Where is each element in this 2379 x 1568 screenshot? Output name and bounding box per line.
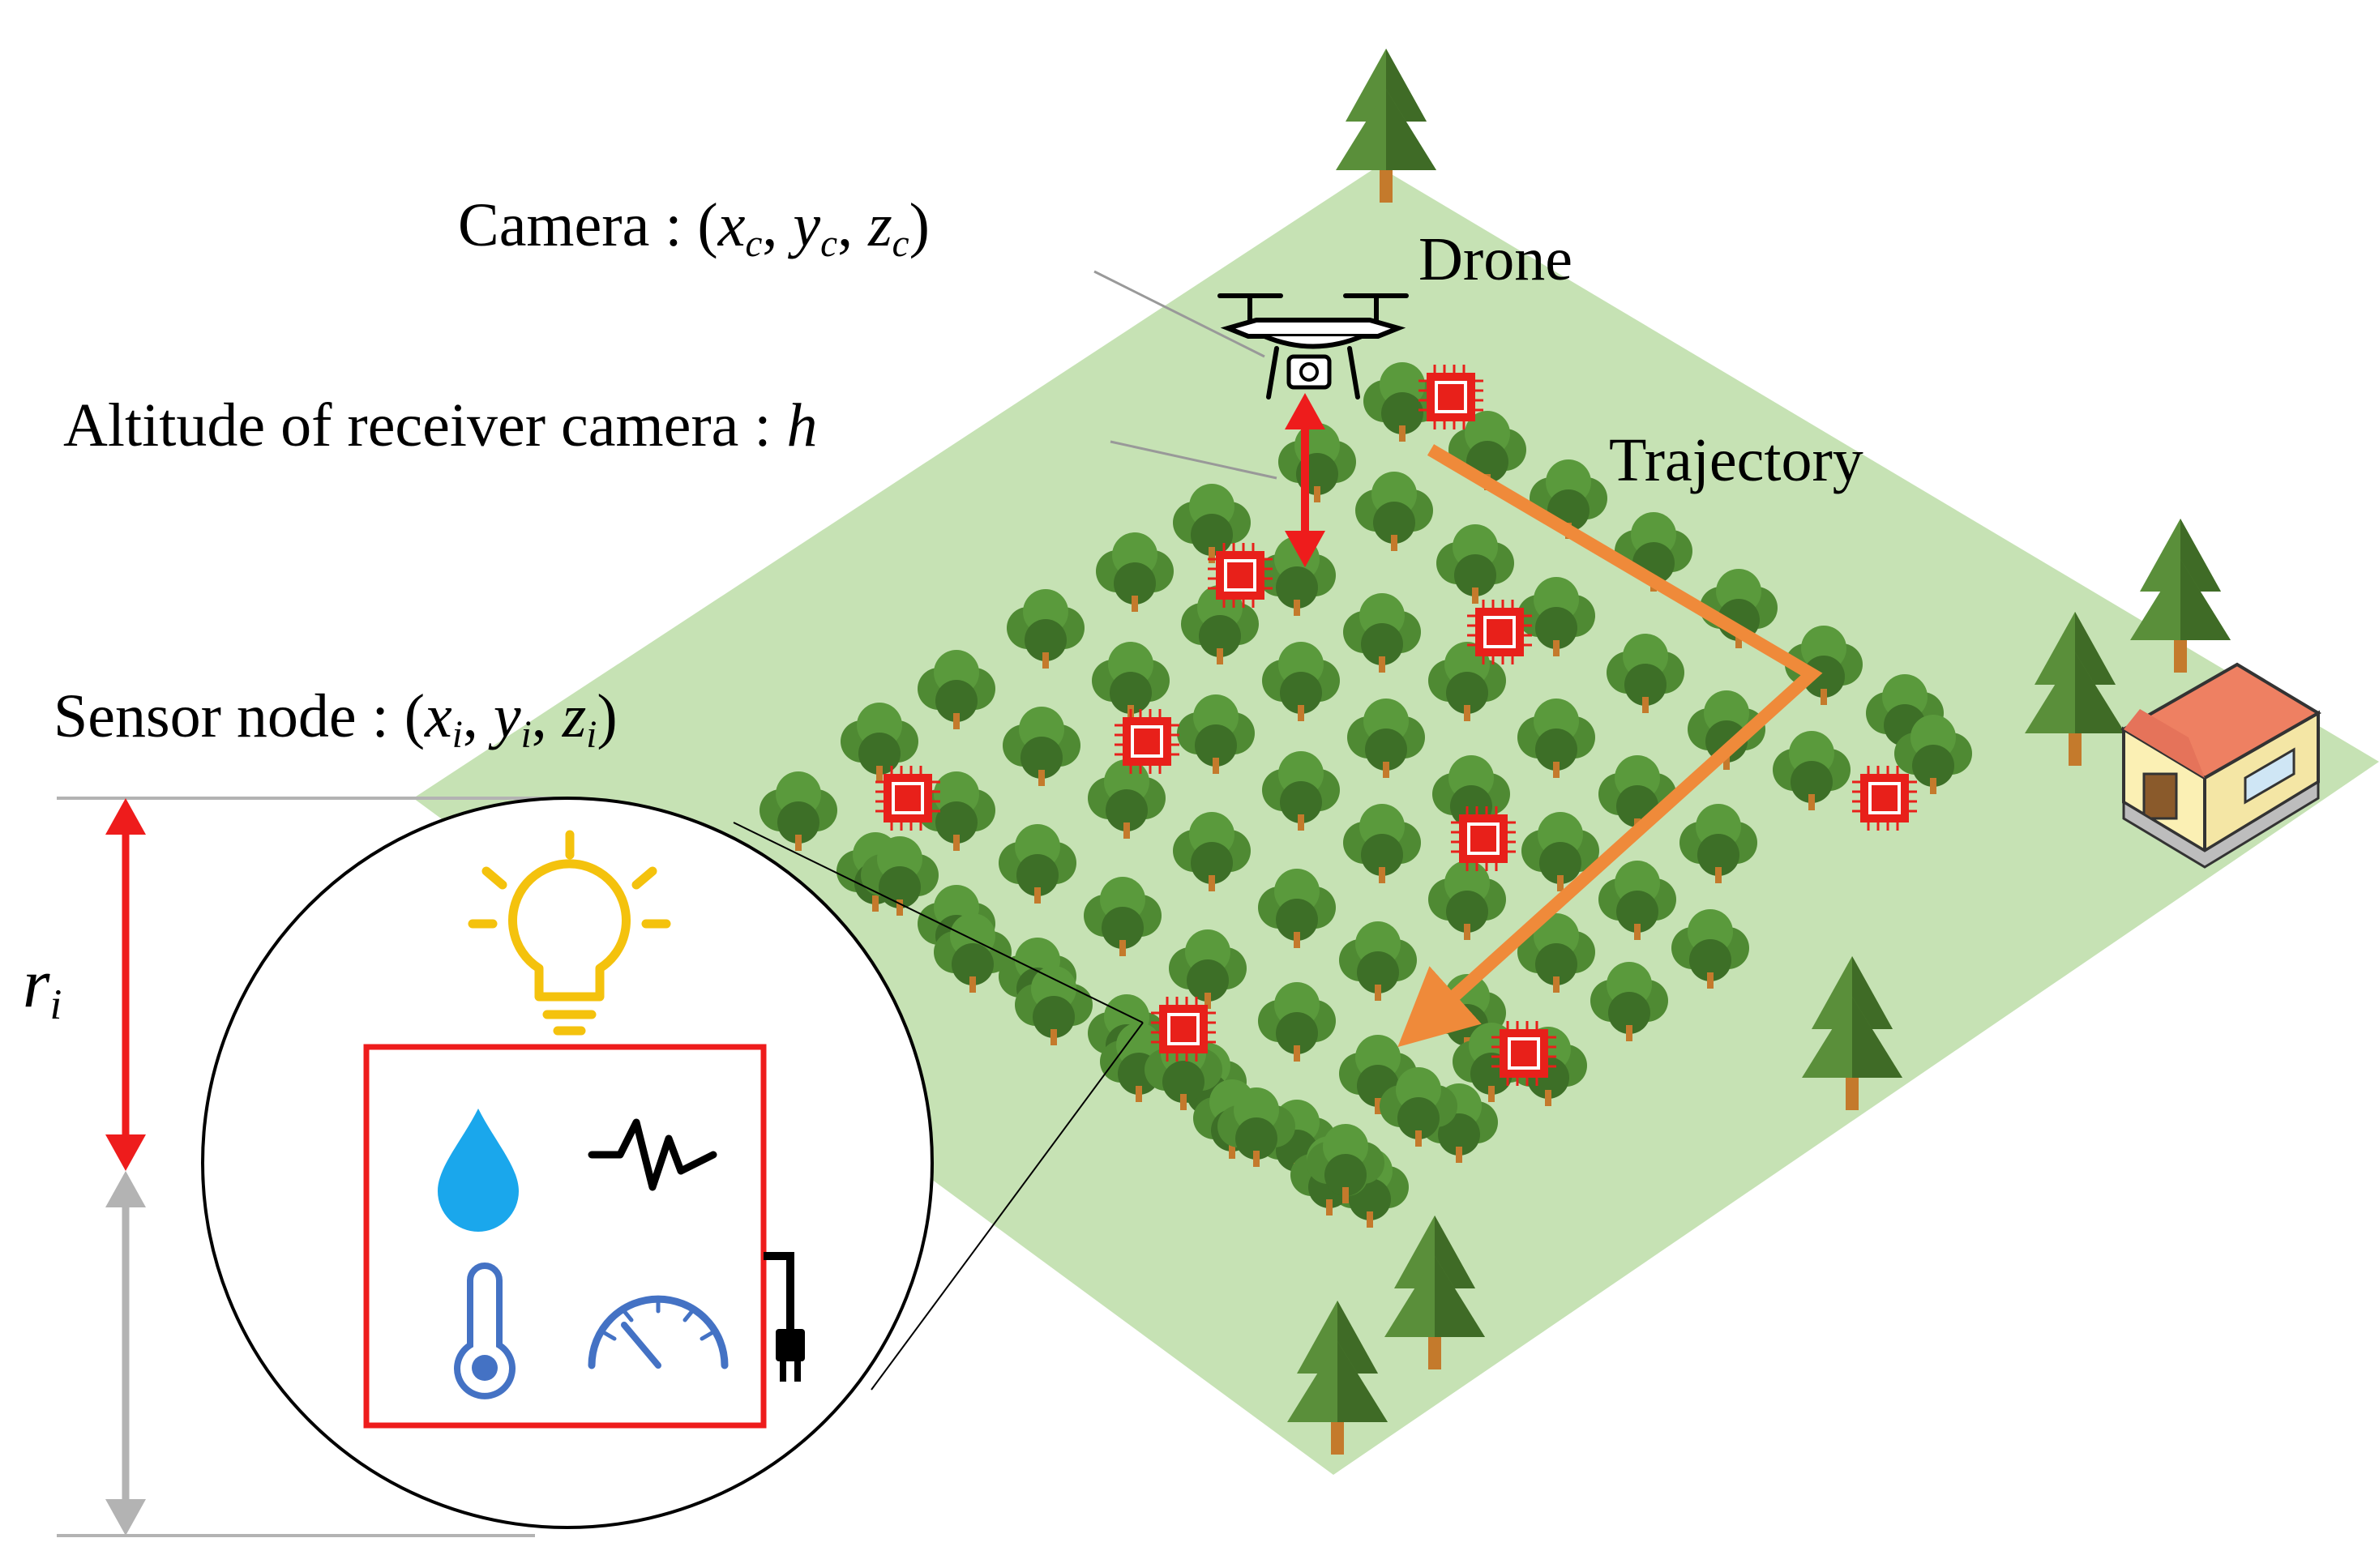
trajectory-label: Trajectory [1609, 426, 1863, 494]
range-arrow [105, 798, 146, 1171]
drone-icon [1217, 293, 1409, 399]
range-label: ri [23, 944, 62, 1028]
house-icon [2120, 662, 2321, 869]
gauge-icon [588, 1295, 729, 1369]
sensor-node-label: Sensor node : (xi, yi, zi) [53, 682, 618, 757]
ground-arrow [105, 1171, 146, 1536]
camera-leader-line [1093, 270, 1265, 358]
altitude-arrow [1285, 393, 1325, 567]
power-plug-icon [776, 1329, 805, 1382]
power-cable [764, 1252, 794, 1329]
lightbulb-icon [468, 830, 671, 1036]
zoom-line-lower [871, 1022, 1144, 1391]
water-drop-icon [438, 1109, 519, 1232]
thermometer-icon [454, 1263, 516, 1399]
sensor-box [363, 1044, 767, 1429]
trajectory-path [1397, 444, 1823, 1048]
altitude-label: Altitude of receiver camera : h [63, 391, 818, 459]
pulse-icon [588, 1118, 717, 1191]
camera-icon [1286, 354, 1332, 390]
altitude-leader-line [1110, 440, 1277, 480]
zoom-line-upper [733, 822, 1144, 1023]
drone-label: Drone [1418, 225, 1572, 293]
camera-position-label: Camera : (xc, yc, zc) [458, 191, 930, 266]
